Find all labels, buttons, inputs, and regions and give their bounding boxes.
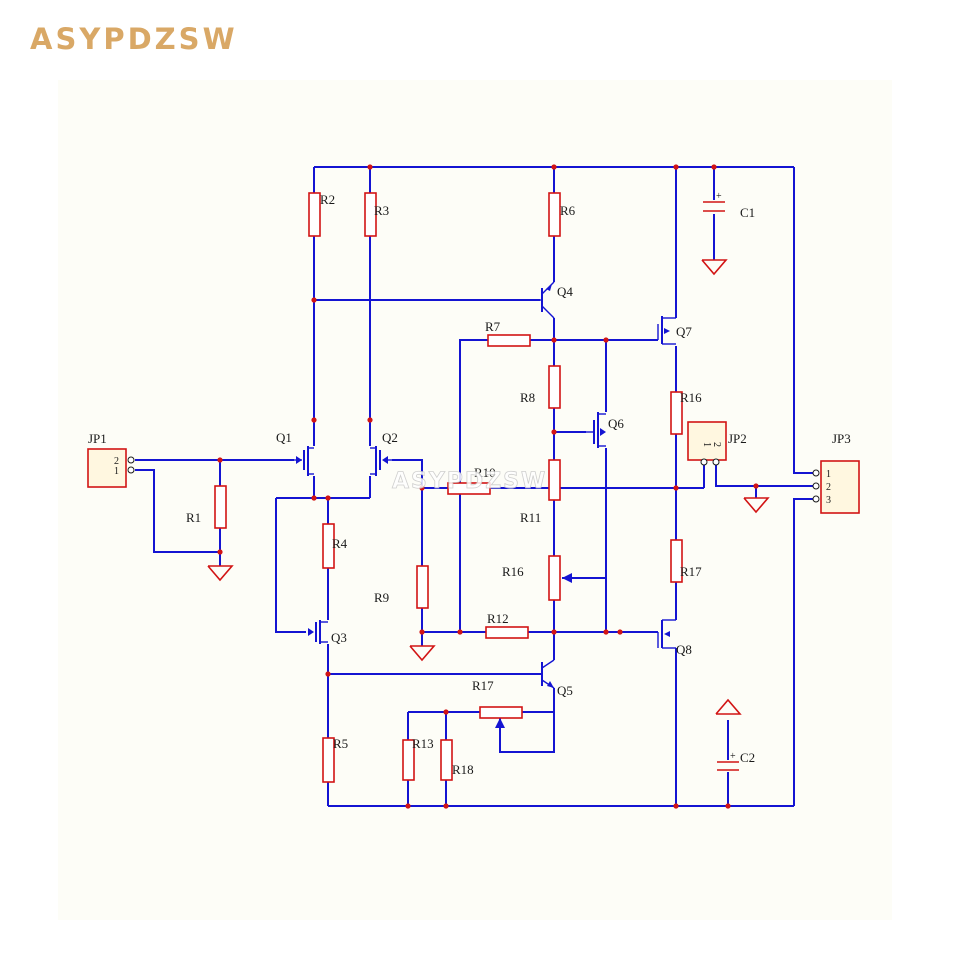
connector-jp3: 1 2 3 JP3: [812, 431, 860, 514]
resistor-label: R12: [487, 611, 509, 626]
resistor-r2: R2: [308, 192, 335, 237]
transistor-label: Q3: [331, 630, 347, 645]
connector-label: JP2: [728, 431, 747, 446]
resistor-r9: R9: [374, 565, 429, 609]
resistor-label: R4: [332, 536, 348, 551]
connector-label: JP3: [832, 431, 851, 446]
potentiometer-r16: R16: [502, 555, 572, 601]
resistor-r1: R1: [186, 485, 227, 529]
transistor-q8: Q8: [657, 619, 692, 657]
watermark: ASYPDZSW: [392, 469, 547, 494]
wires: [135, 166, 813, 807]
transistor-label: Q7: [676, 324, 692, 339]
capacitor-label: C1: [740, 205, 755, 220]
transistor-label: Q4: [557, 284, 573, 299]
resistor-r17-right: R17: [670, 539, 702, 583]
resistor-label: R11: [520, 510, 541, 525]
resistor-label: R5: [333, 736, 348, 751]
resistor-r7: R7: [485, 319, 531, 347]
transistor-label: Q1: [276, 430, 292, 445]
resistor-label: R13: [412, 736, 434, 751]
junction-dots: [217, 164, 759, 809]
resistor-label: R16: [502, 564, 524, 579]
capacitor-label: C2: [740, 750, 755, 765]
pin-label: 2: [114, 456, 119, 467]
polarity-marker: +: [716, 191, 722, 202]
resistor-r3: R3: [364, 192, 389, 237]
potentiometer-r17: R17: [472, 678, 523, 728]
connector-jp2: 1 2 JP2: [687, 421, 747, 466]
brand-logo: ASYPDZSW: [30, 22, 238, 56]
resistor-label: R18: [452, 762, 474, 777]
amplifier-schematic: R1 R2 R3 R4 R5 R6 R7 R8 R9 R10 R11 R12 R…: [87, 164, 860, 809]
pin-label: 1: [826, 469, 831, 480]
pin-label: 2: [711, 442, 722, 447]
transistor-q7: Q7: [657, 316, 692, 345]
resistor-label: R3: [374, 203, 389, 218]
transistor-q1: Q1: [276, 430, 314, 476]
transistor-q3: Q3: [308, 620, 347, 645]
resistor-r5: R5: [322, 736, 348, 783]
resistor-r16-top: R16: [670, 390, 702, 435]
connector-label: JP1: [88, 431, 107, 446]
resistor-r11: R11: [520, 459, 561, 525]
resistor-label: R6: [560, 203, 576, 218]
ground-symbol-r9: [409, 645, 436, 662]
transistor-q2: Q2: [370, 430, 398, 476]
transistor-label: Q2: [382, 430, 398, 445]
resistor-label: R1: [186, 510, 201, 525]
resistor-r8: R8: [520, 365, 561, 409]
transistor-q5: Q5: [541, 659, 573, 698]
resistor-label: R9: [374, 590, 389, 605]
ground-symbol-r1: [207, 565, 234, 582]
resistor-label: R17: [472, 678, 494, 693]
resistor-label: R7: [485, 319, 501, 334]
polarity-marker: +: [730, 751, 736, 762]
pin-label: 3: [826, 495, 831, 506]
transistor-q6: Q6: [586, 412, 624, 448]
power-symbol-c2: [715, 698, 742, 715]
schematic-canvas: R1 R2 R3 R4 R5 R6 R7 R8 R9 R10 R11 R12 R…: [58, 80, 892, 920]
pin-label: 1: [114, 466, 119, 477]
transistor-label: Q8: [676, 642, 692, 657]
pin-label: 2: [826, 482, 831, 493]
resistor-r4: R4: [322, 523, 348, 569]
transistor-label: Q5: [557, 683, 573, 698]
ground-symbol-jp2: [743, 497, 770, 514]
transistor-q4: Q4: [540, 281, 573, 319]
resistor-label: R16: [680, 390, 702, 405]
resistor-label: R10: [474, 465, 496, 480]
resistor-label: R17: [680, 564, 702, 579]
resistor-label: R8: [520, 390, 535, 405]
resistor-label: R2: [320, 192, 335, 207]
ground-symbol-c1: [701, 259, 728, 276]
transistor-label: Q6: [608, 416, 624, 431]
capacitor-c2: + C2: [717, 750, 755, 771]
connector-jp1: 2 1 JP1: [87, 431, 135, 488]
pin-label: 1: [701, 442, 712, 447]
resistor-r13: R13: [402, 736, 434, 781]
capacitor-c1: + C1: [703, 191, 755, 220]
resistor-r18: R18: [440, 739, 474, 781]
resistor-r6: R6: [548, 192, 576, 237]
resistor-r10: R10: [447, 465, 496, 495]
resistor-r12: R12: [485, 611, 529, 639]
